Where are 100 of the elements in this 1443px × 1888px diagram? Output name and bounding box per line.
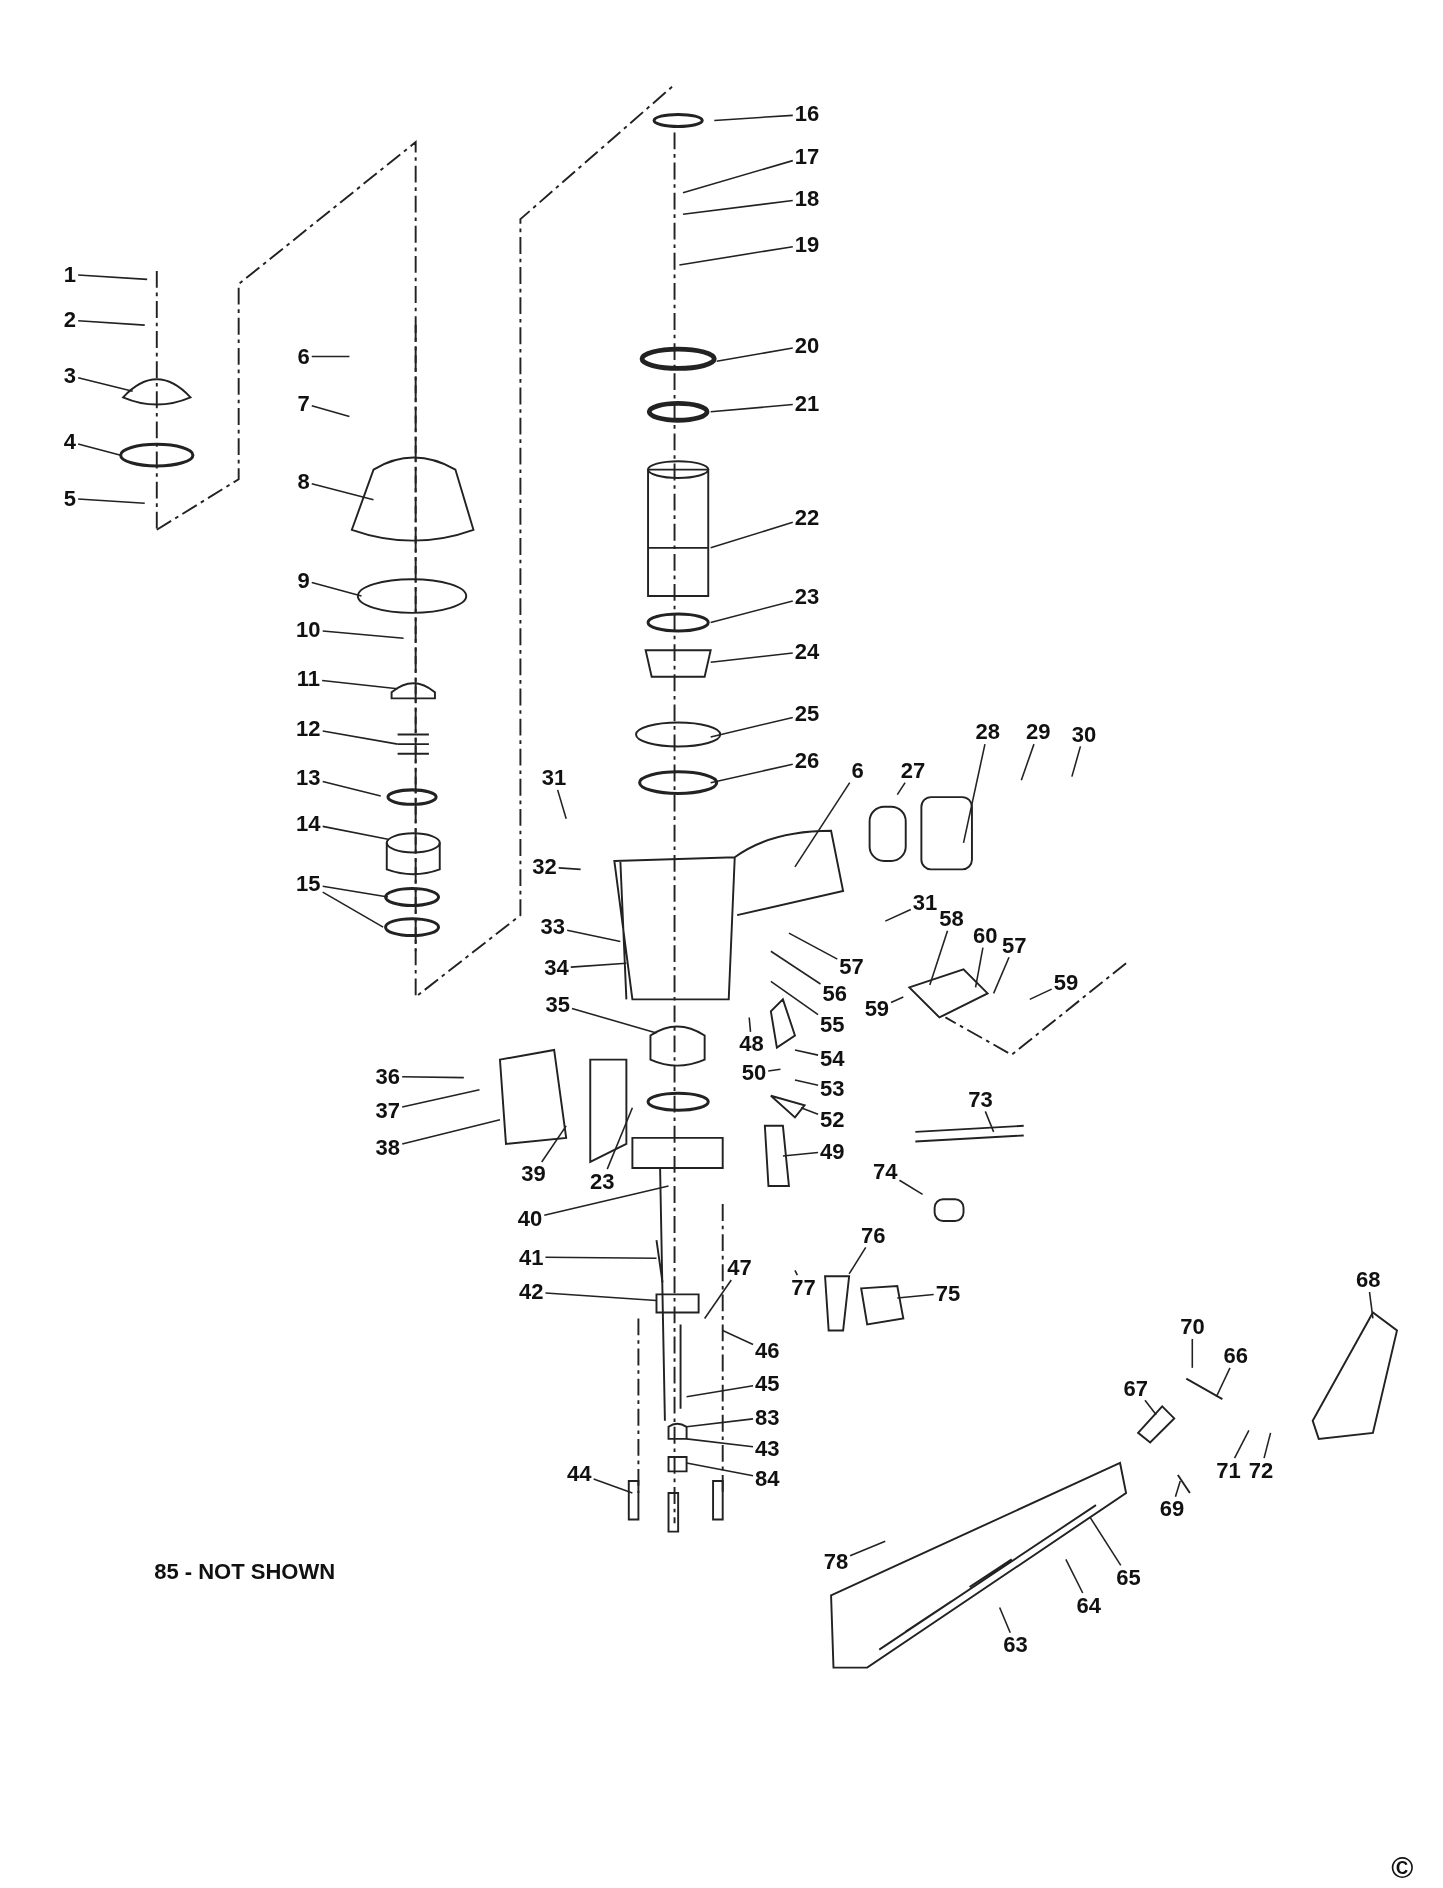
callout-number: 6 <box>295 344 312 369</box>
leader-line <box>77 274 148 281</box>
leader-line <box>1233 1429 1250 1459</box>
callout-number: 57 <box>837 955 866 980</box>
callout-number: 59 <box>1051 970 1081 995</box>
callout-number: 40 <box>515 1206 545 1231</box>
callout-number: 69 <box>1157 1497 1187 1522</box>
leader-line <box>566 929 622 943</box>
leader-line <box>794 1049 819 1056</box>
callout-number: 21 <box>792 391 822 416</box>
callout-number: 49 <box>818 1139 847 1164</box>
leader-line <box>1144 1399 1157 1416</box>
leader-line <box>962 743 986 844</box>
leader-line <box>794 781 851 868</box>
leader-line <box>1020 743 1035 782</box>
leader-line <box>1028 988 1053 1001</box>
callout-number: 60 <box>971 923 1000 948</box>
leader-line <box>896 1293 935 1299</box>
callout-number: 63 <box>1001 1633 1030 1658</box>
callout-number: 47 <box>725 1256 754 1281</box>
leader-line <box>794 1079 819 1087</box>
leader-line <box>1215 1367 1231 1398</box>
leader-line <box>709 763 794 784</box>
callout-number: 59 <box>862 997 892 1022</box>
leader-line <box>685 1462 754 1477</box>
callout-number: 45 <box>753 1371 782 1396</box>
callout-number: 13 <box>294 766 323 791</box>
callout-number: 76 <box>859 1223 888 1248</box>
leader-line <box>321 730 399 745</box>
leader-line <box>794 1269 799 1276</box>
leader-line <box>310 482 375 501</box>
leader-line <box>770 950 822 985</box>
callout-number: 22 <box>792 505 822 530</box>
callout-number: 57 <box>999 933 1029 958</box>
callout-number: 7 <box>295 391 312 416</box>
leader-line <box>1191 1338 1194 1369</box>
leader-line <box>748 1016 752 1033</box>
callout-number: 42 <box>516 1280 546 1305</box>
callout-number: 5 <box>61 486 78 511</box>
leader-line <box>685 1438 754 1448</box>
callout-number: 83 <box>753 1405 782 1430</box>
callout-number: 55 <box>818 1013 847 1038</box>
callout-number: 27 <box>898 758 928 783</box>
copyright-mark: © <box>1391 1852 1414 1883</box>
callout-number: 41 <box>516 1245 546 1270</box>
callout-number: 2 <box>61 308 78 333</box>
leader-line <box>540 1125 567 1163</box>
leader-line <box>321 780 382 797</box>
leader-line <box>606 1106 634 1170</box>
leader-line <box>984 1110 995 1133</box>
leader-line <box>1263 1432 1272 1459</box>
note: 85 - NOT SHOWN <box>154 1561 336 1584</box>
leader-line <box>682 159 794 194</box>
callout-number: 34 <box>542 956 571 981</box>
leader-line <box>321 825 389 841</box>
leader-line <box>571 1007 658 1034</box>
callout-number: 84 <box>753 1467 782 1492</box>
callout-number: 20 <box>792 333 822 358</box>
leader-line <box>890 996 905 1004</box>
leader-line <box>782 1151 819 1157</box>
callout-number: 1 <box>61 262 78 287</box>
callout-number: 9 <box>295 568 312 593</box>
callout-number: 15 <box>294 872 323 897</box>
leader-line <box>401 1075 465 1079</box>
leader-line <box>321 885 389 898</box>
callout-number: 6 <box>849 758 866 783</box>
callout-number: 53 <box>818 1076 847 1101</box>
callout-number: 67 <box>1121 1376 1151 1401</box>
callout-number: 38 <box>373 1135 403 1160</box>
callout-number: 31 <box>539 766 569 791</box>
leader-line <box>310 404 351 418</box>
callout-number: 73 <box>966 1087 995 1112</box>
leader-line <box>709 716 794 738</box>
callout-number: 17 <box>792 144 822 169</box>
leader-line <box>788 932 839 960</box>
callout-number: 26 <box>792 749 822 774</box>
leader-line <box>685 1418 754 1428</box>
leader-line <box>77 498 146 505</box>
callout-number: 50 <box>739 1061 769 1086</box>
callout-number: 29 <box>1024 720 1053 745</box>
callout-number: 12 <box>294 716 323 741</box>
leader-line <box>884 908 912 922</box>
leader-line <box>1089 1516 1122 1567</box>
leader-line <box>569 962 628 968</box>
callout-number: 14 <box>294 811 323 836</box>
callout-number: 11 <box>294 667 322 692</box>
leader-line <box>709 600 794 624</box>
leader-line <box>77 376 134 393</box>
callout-number: 68 <box>1354 1268 1383 1293</box>
leader-line <box>849 1540 887 1557</box>
callout-number: 8 <box>295 469 312 494</box>
leader-line <box>992 956 1010 995</box>
callout-number: 3 <box>61 363 78 388</box>
callout-number: 31 <box>910 891 940 916</box>
callout-number: 56 <box>820 981 849 1006</box>
callout-number: 70 <box>1178 1315 1207 1340</box>
leader-line <box>974 946 984 989</box>
callout-number: 4 <box>61 430 78 455</box>
callout-number: 74 <box>871 1160 900 1184</box>
callout-number: 43 <box>753 1437 782 1461</box>
